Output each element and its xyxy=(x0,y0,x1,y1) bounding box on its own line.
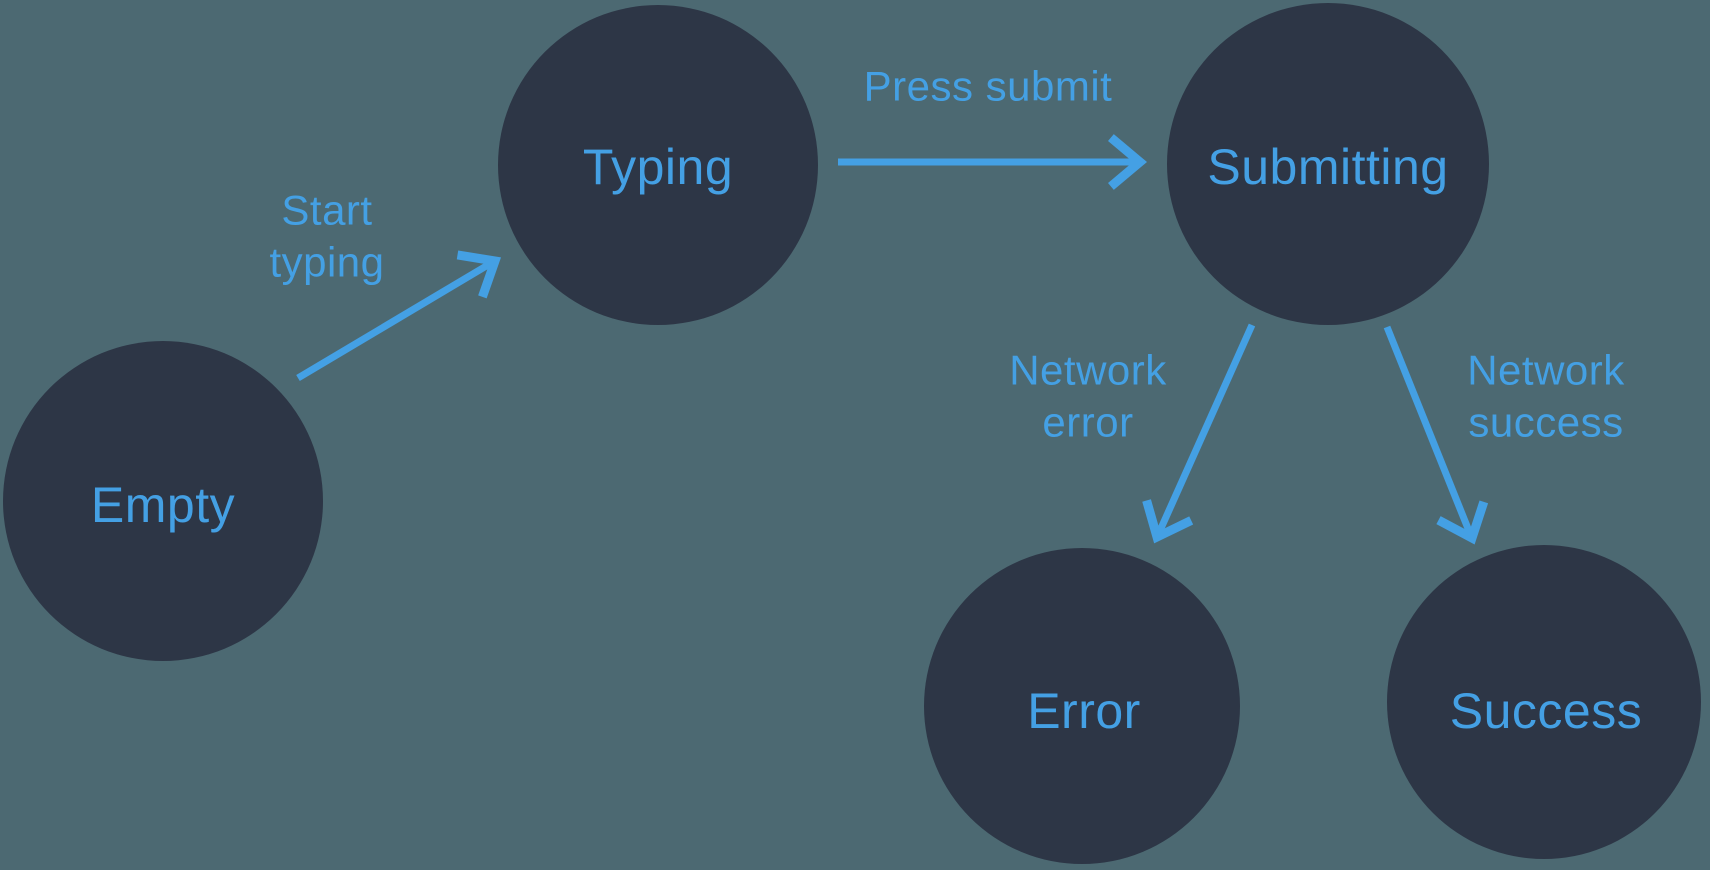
node-circle xyxy=(498,5,818,325)
transition-label-start-typing-line2: typing xyxy=(269,239,384,286)
node-circle xyxy=(924,548,1240,864)
transition-label-network-error-line1: Network xyxy=(1009,347,1167,394)
transition-label-press-submit: Press submit xyxy=(864,63,1113,110)
arrowhead-icon xyxy=(456,250,502,299)
node-circle xyxy=(3,341,323,661)
arrowhead-icon xyxy=(1142,499,1194,544)
state-node-submitting[interactable]: Submitting xyxy=(1167,3,1489,325)
state-label-typing: Typing xyxy=(583,139,733,195)
arrowhead-icon xyxy=(1436,500,1489,545)
state-label-submitting: Submitting xyxy=(1207,139,1448,195)
state-label-success: Success xyxy=(1450,683,1642,739)
node-circle xyxy=(1387,545,1701,859)
transition-label-network-error-line2: error xyxy=(1042,399,1133,446)
transition-network-error[interactable]: Network error xyxy=(1009,323,1256,544)
transition-label-network-success-line2: success xyxy=(1468,399,1623,446)
arrowhead-icon xyxy=(1108,134,1148,190)
transition-label-start-typing-line1: Start xyxy=(281,187,372,234)
arrow-shaft xyxy=(1154,323,1256,537)
transition-label-network-success-line1: Network xyxy=(1467,347,1625,394)
transition-press-submit[interactable]: Press submit xyxy=(838,63,1148,190)
state-label-empty: Empty xyxy=(91,477,235,533)
arrow-shaft xyxy=(1383,325,1475,538)
state-label-error: Error xyxy=(1027,683,1141,739)
arrow-shaft xyxy=(296,258,495,382)
state-node-empty[interactable]: Empty xyxy=(3,341,323,661)
state-node-error[interactable]: Error xyxy=(924,548,1240,864)
transition-start-typing[interactable]: Start typing xyxy=(269,187,502,382)
state-node-success[interactable]: Success xyxy=(1387,545,1701,859)
node-circle xyxy=(1167,3,1489,325)
transition-network-success[interactable]: Network success xyxy=(1383,325,1625,545)
state-node-typing[interactable]: Typing xyxy=(498,5,818,325)
